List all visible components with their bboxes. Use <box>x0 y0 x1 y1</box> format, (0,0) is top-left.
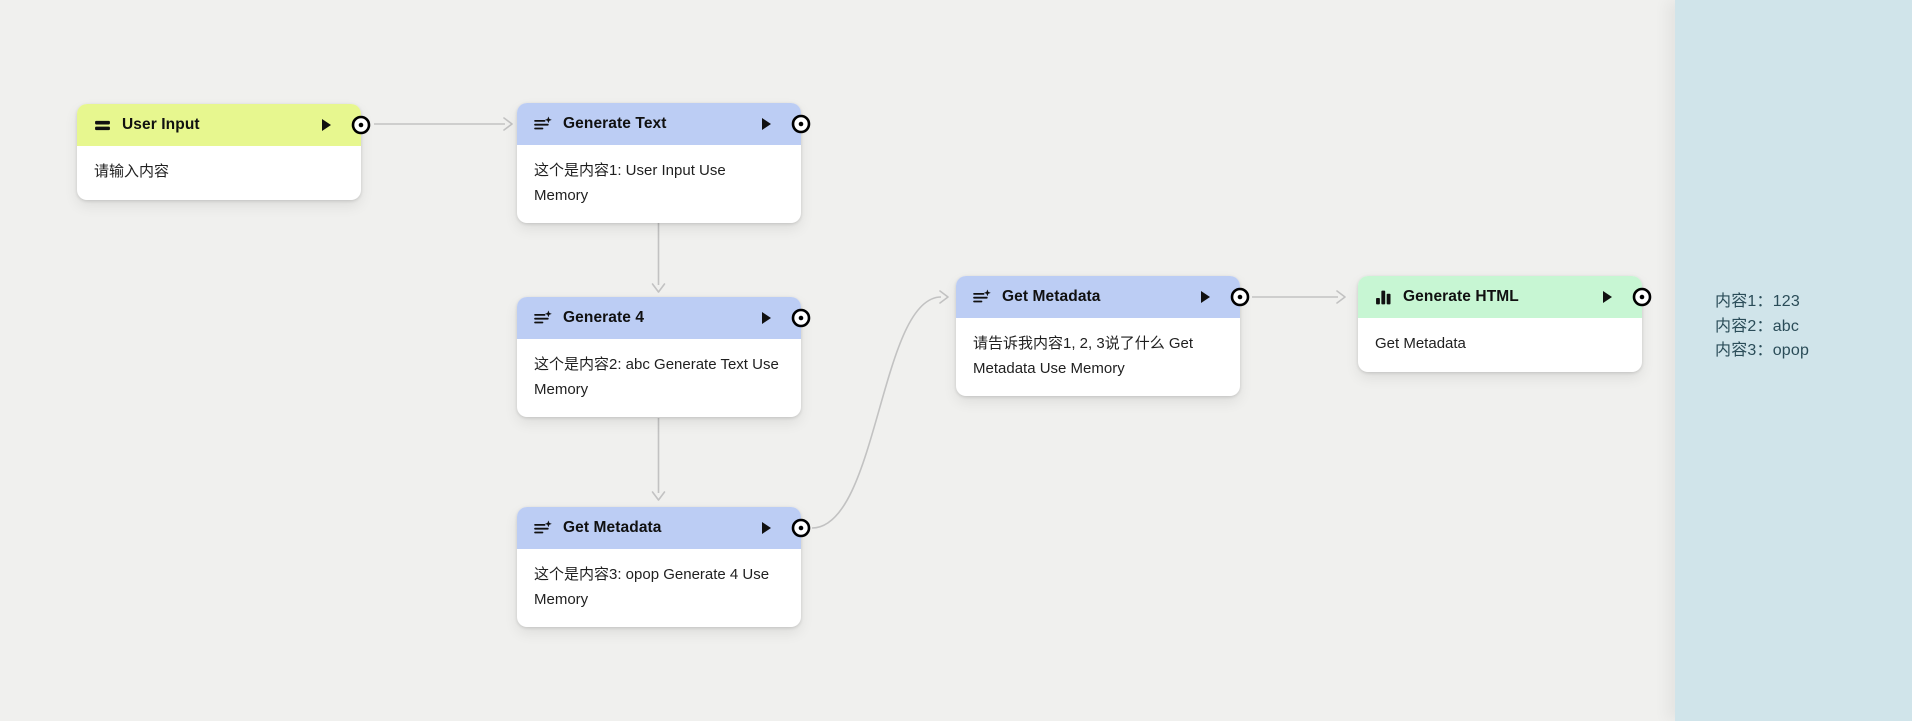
node-user-input[interactable]: User Input 请输入内容 <box>77 104 371 200</box>
node-generate-html[interactable]: Generate HTML Get Metadata <box>1358 276 1652 372</box>
node-get-metadata[interactable]: Get Metadata 这个是内容3: opop Generate 4 Use… <box>517 507 811 627</box>
text-sparkle-icon <box>534 115 552 133</box>
node-header[interactable]: Get Metadata <box>956 276 1250 318</box>
output-port-icon[interactable] <box>790 113 812 135</box>
play-icon[interactable] <box>761 522 771 534</box>
node-header[interactable]: Generate 4 <box>517 297 811 339</box>
node-body: 请告诉我内容1, 2, 3说了什么 Get Metadata Use Memor… <box>973 335 1194 377</box>
node-generate-text[interactable]: Generate Text 这个是内容1: User Input Use Mem… <box>517 103 811 223</box>
output-port-icon[interactable] <box>790 307 812 329</box>
node-title: User Input <box>122 116 200 133</box>
node-body: Get Metadata <box>1375 335 1466 352</box>
play-icon[interactable] <box>1602 291 1612 303</box>
panel-line-content-1: 内容1：123 <box>1715 293 1800 310</box>
output-port-icon[interactable] <box>1229 286 1251 308</box>
node-get-metadata-2[interactable]: Get Metadata 请告诉我内容1, 2, 3说了什么 Get Metad… <box>956 276 1250 396</box>
node-body: 请输入内容 <box>94 163 170 180</box>
node-body: 这个是内容3: opop Generate 4 Use Memory <box>534 566 770 608</box>
node-title: Generate Text <box>563 115 667 132</box>
output-port-icon[interactable] <box>1631 286 1653 308</box>
output-panel: 内容1：123 内容2：abc 内容3：opop <box>1675 0 1912 721</box>
node-header[interactable]: Generate HTML <box>1358 276 1652 318</box>
node-title: Get Metadata <box>1002 288 1101 305</box>
output-port-icon[interactable] <box>790 517 812 539</box>
edge-generate-4-to-get-metadata[interactable] <box>651 418 666 501</box>
edge-get-metadata-2-to-generate-html[interactable] <box>1252 290 1346 304</box>
edge-get-metadata-to-get-metadata-2[interactable] <box>811 290 949 529</box>
node-generate-4[interactable]: Generate 4 这个是内容2: abc Generate Text Use… <box>517 297 811 417</box>
node-body: 这个是内容2: abc Generate Text Use Memory <box>534 356 779 398</box>
node-title: Generate HTML <box>1403 288 1519 305</box>
play-icon[interactable] <box>761 312 771 324</box>
panel-line-content-3: 内容3：opop <box>1715 342 1810 359</box>
edge-user-input-to-generate-text[interactable] <box>374 117 513 131</box>
text-sparkle-icon <box>534 309 552 327</box>
play-icon[interactable] <box>761 118 771 130</box>
play-icon[interactable] <box>1200 291 1210 303</box>
input-lines-icon <box>94 117 111 134</box>
node-header[interactable]: Generate Text <box>517 103 811 145</box>
play-icon[interactable] <box>321 119 331 131</box>
node-title: Generate 4 <box>563 309 645 326</box>
panel-line-content-2: 内容2：abc <box>1715 317 1800 335</box>
bar-chart-icon <box>1375 289 1392 306</box>
node-title: Get Metadata <box>563 519 662 536</box>
text-sparkle-icon <box>973 288 991 306</box>
node-body: 这个是内容1: User Input Use Memory <box>534 162 726 204</box>
output-port-icon[interactable] <box>350 114 372 136</box>
text-sparkle-icon <box>534 519 552 537</box>
node-header[interactable]: Get Metadata <box>517 507 811 549</box>
node-header[interactable]: User Input <box>77 104 371 146</box>
